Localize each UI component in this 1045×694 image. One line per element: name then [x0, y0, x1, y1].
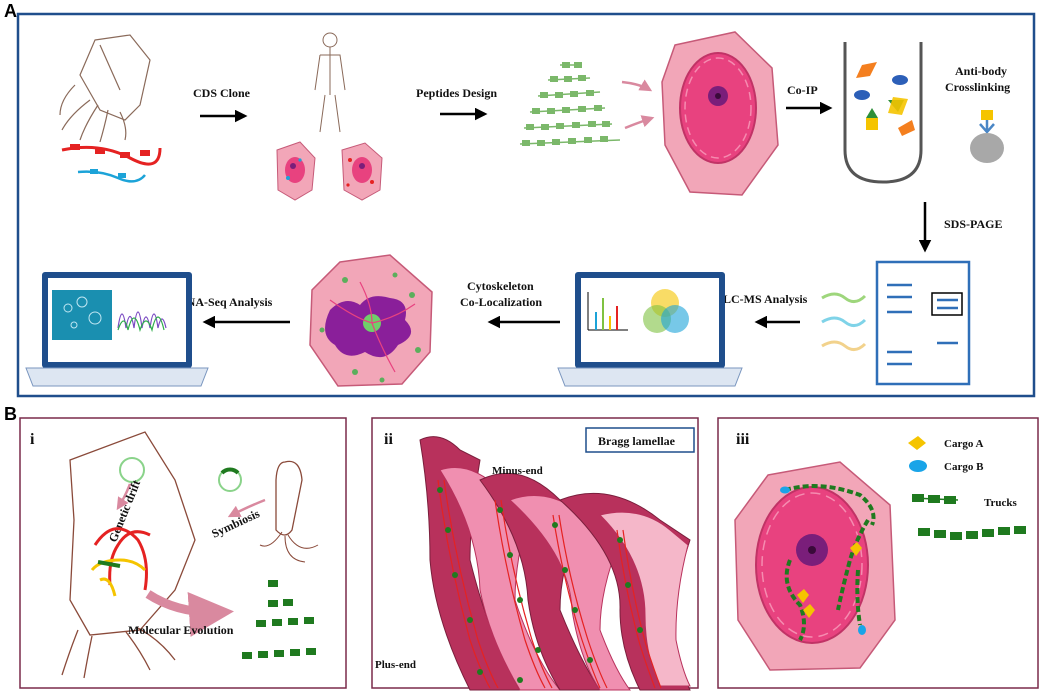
evolution-arrow	[145, 590, 234, 637]
drift-arrow	[116, 483, 132, 511]
label-rna-seq: RNA-Seq Analysis	[178, 295, 273, 309]
cargo-items	[780, 486, 866, 635]
colocalization-cell	[309, 254, 433, 387]
panel-b-iii-numeral: iii	[736, 431, 750, 448]
panel-b-i-frame	[19, 417, 347, 689]
label-bragg-lamellae: Bragg lamellae	[598, 434, 676, 448]
human-figure-sketch	[314, 32, 346, 133]
label-lc-ms: LC-MS Analysis	[723, 292, 808, 306]
label-genetic-drift: Genetic drift	[106, 478, 144, 544]
red-gene-strand	[61, 144, 162, 166]
sds-gel	[875, 260, 971, 386]
label-antibody-line2: Crosslinking	[945, 80, 1010, 94]
genetic-strands	[90, 527, 151, 597]
laptop-lc-ms	[557, 272, 743, 387]
label-co-ip: Co-IP	[787, 83, 818, 97]
label-symbiosis: Symbiosis	[209, 506, 262, 541]
label-peptides-design: Peptides Design	[416, 86, 497, 100]
evolved-trucks	[242, 580, 316, 659]
panel-a-frame	[16, 12, 1036, 398]
plasmid-ring	[119, 457, 145, 483]
co-ip-tube	[843, 42, 923, 184]
label-minus-end: Minus-end	[492, 465, 543, 477]
legend-cargo-b-label: Cargo B	[944, 461, 984, 473]
label-molecular-evolution: Molecular Evolution	[128, 623, 234, 637]
truck-tracks	[784, 484, 876, 641]
panel-a-letter: A	[4, 1, 17, 21]
squid-outline-large	[61, 431, 196, 679]
symbiosis-arrow	[227, 498, 266, 518]
panel-b-iii-frame	[717, 417, 1039, 689]
lamellae-folds	[419, 436, 691, 691]
label-cyto-line1: Cytoskeleton	[467, 279, 534, 293]
legend-cargo-a-label: Cargo A	[944, 438, 983, 450]
small-cell-left	[276, 141, 316, 201]
large-cell	[661, 31, 779, 196]
panel-b-ii-numeral: ii	[384, 431, 393, 448]
lamellae-dots	[437, 487, 643, 683]
symbiosis-plasmid	[218, 467, 242, 492]
label-plus-end: Plus-end	[375, 659, 416, 671]
blue-gene-strand	[77, 169, 146, 183]
label-sds-page: SDS-PAGE	[944, 217, 1002, 231]
ms-squiggles	[821, 292, 867, 351]
peptide-blocks	[522, 62, 610, 146]
antibody-bead	[970, 110, 1004, 163]
panel-b-letter: B	[4, 404, 17, 424]
pink-arrow-lower	[624, 115, 655, 130]
legend-cargo-a-icon	[908, 436, 926, 450]
label-cds-clone: CDS Clone	[193, 86, 251, 100]
transport-cell	[734, 461, 896, 671]
legend-cargo-b-icon	[909, 460, 927, 472]
squid-sketch	[59, 34, 151, 143]
bragg-label-box	[585, 427, 695, 453]
bacterium	[259, 460, 319, 563]
small-cell-right	[341, 142, 383, 201]
legend-truck-short	[911, 494, 959, 504]
laptop-rna-seq	[25, 272, 209, 387]
pink-arrow-upper	[621, 79, 653, 92]
label-cyto-line2: Co-Localization	[460, 295, 542, 309]
legend-truck-long	[918, 526, 1026, 540]
legend-trucks-label: Trucks	[984, 497, 1018, 509]
label-antibody-line1: Anti-body	[955, 64, 1007, 78]
panel-b-i-numeral: i	[30, 431, 35, 448]
